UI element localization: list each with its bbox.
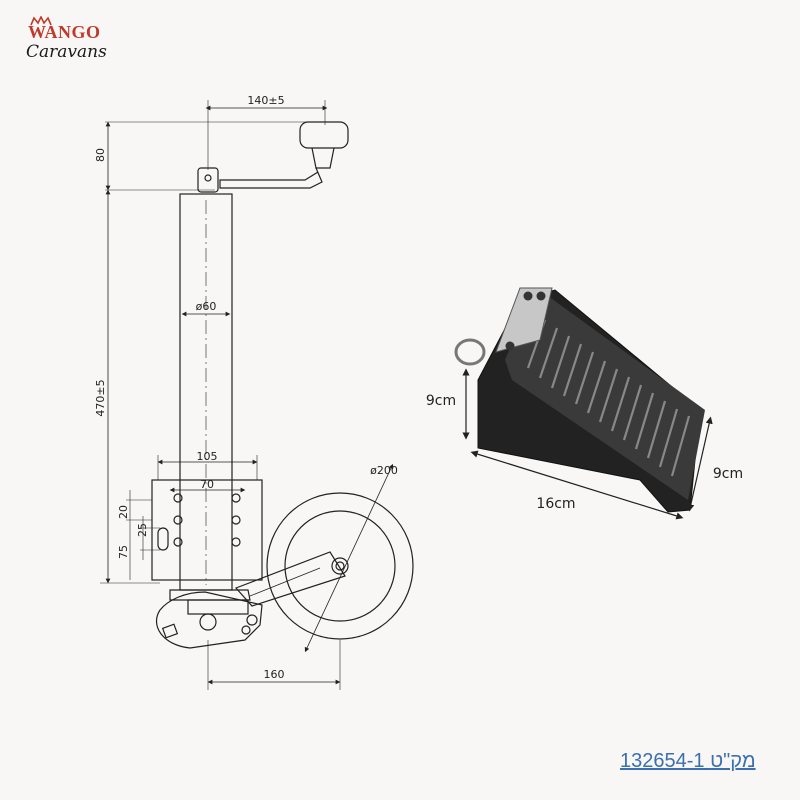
brand-logo: WANGO Caravans <box>20 16 140 68</box>
dim-tube-diameter: ø60 <box>196 300 217 313</box>
dim-handle-offset: 140±5 <box>247 94 284 107</box>
dim-base-length: 160 <box>264 668 285 681</box>
jockey-wheel-drawing <box>100 100 414 690</box>
wheel-chock-image <box>454 287 713 520</box>
dim-hole-spacing: 70 <box>200 478 214 491</box>
crown-icon <box>30 16 52 26</box>
chock-dim-width: 9cm <box>713 466 743 482</box>
dim-75: 75 <box>117 545 130 559</box>
dim-total-height: 470±5 <box>94 379 107 416</box>
logo-wordmark-top: WANGO <box>28 22 101 42</box>
dim-wheel-diameter: ø200 <box>370 464 398 477</box>
logo-wordmark-bottom: Caravans <box>26 42 107 62</box>
dim-handle-height: 80 <box>94 148 107 162</box>
chock-dim-height: 9cm <box>426 393 456 409</box>
chock-dim-length: 16cm <box>536 496 575 512</box>
sku-link[interactable]: 132654-1 מק"ט <box>620 750 756 772</box>
dim-clamp-width: 105 <box>197 450 218 463</box>
dim-20: 20 <box>117 505 130 519</box>
dim-25: 25 <box>136 523 149 537</box>
